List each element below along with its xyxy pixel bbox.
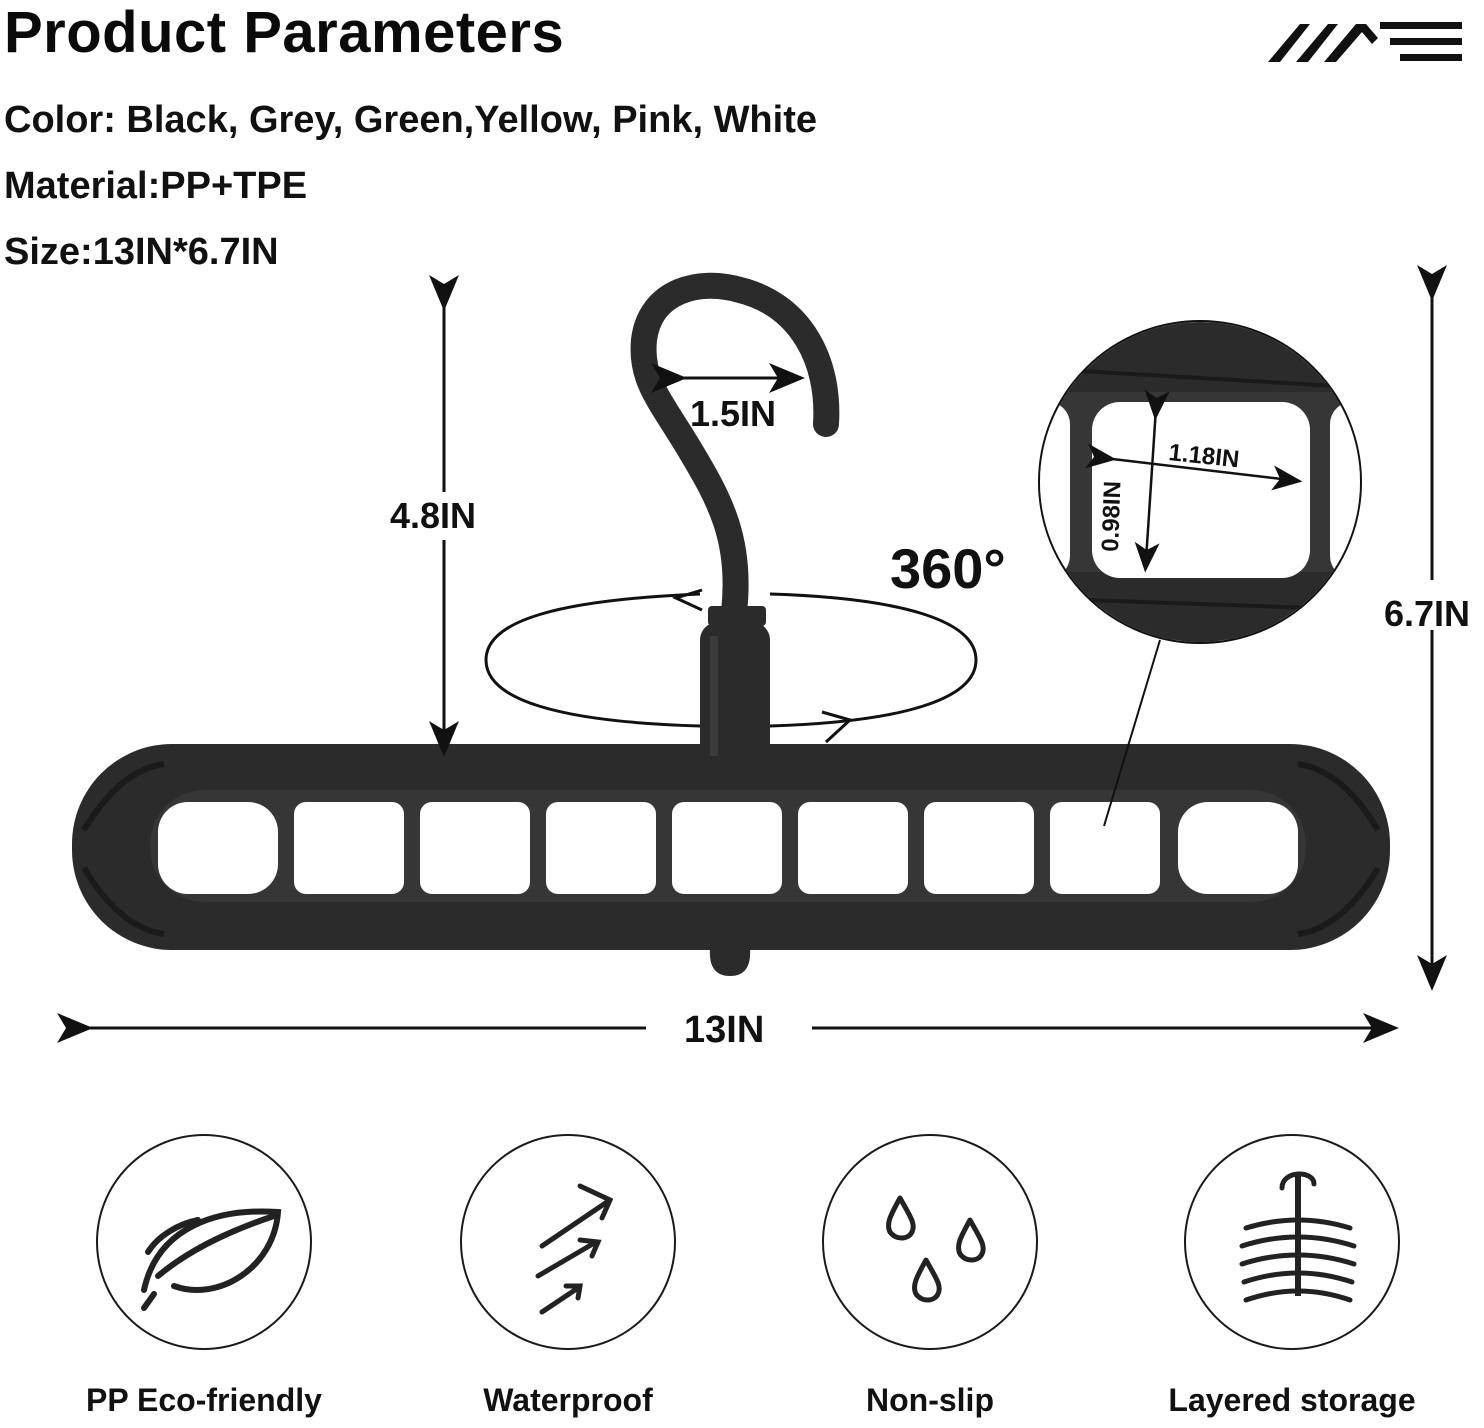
hanger-hook [630,272,840,782]
hanger-hole [420,802,530,894]
feature-label: Non-slip [866,1382,994,1418]
hanger-hole [158,802,278,894]
hanger-hole [294,802,404,894]
callout-leader-line [1103,639,1161,827]
hanger-hole [672,802,782,894]
hanger-hole [546,802,656,894]
feature-eco-friendly: PP Eco-friendly [84,1134,324,1418]
hole-zoom-callout: 1.18IN 0.98IN [1038,320,1362,644]
hook-height-label: 4.8IN [390,495,476,536]
rotation-indicator [484,588,978,744]
drops-icon [885,1195,986,1303]
spec-size: Size:13IN*6.7IN [4,231,279,273]
hanger-body [72,744,1390,976]
feature-label: Layered storage [1168,1382,1416,1418]
feature-label: Waterproof [483,1382,653,1418]
leaf-icon [141,1208,282,1311]
hanger-hole [1050,802,1160,894]
hole-height-label: 0.98IN [1097,481,1126,553]
brand-logo-icon [1268,22,1462,62]
total-width-label: 13IN [684,1009,764,1051]
total-height-label: 6.7IN [1384,593,1470,634]
spec-color: Color: Black, Grey, Green,Yellow, Pink, … [4,99,817,141]
rotation-label: 360° [890,537,1006,600]
feature-layered-storage: Layered storage [1168,1134,1416,1418]
hanger-icon [1239,1171,1357,1303]
hanger-hole [1178,802,1298,894]
feature-circle [460,1134,676,1350]
hanger-hole [798,802,908,894]
hanger-hole [924,802,1034,894]
feature-non-slip: Non-slip [810,1134,1050,1418]
page-title: Product Parameters [4,0,565,65]
feature-circle [1184,1134,1400,1350]
feature-label: PP Eco-friendly [86,1382,322,1418]
feature-circle [822,1134,1038,1350]
arrows-icon [535,1183,614,1315]
feature-waterproof: Waterproof [448,1134,688,1418]
spec-material: Material:PP+TPE [4,165,308,207]
feature-circle [96,1134,312,1350]
hook-width-label: 1.5IN [690,393,776,434]
